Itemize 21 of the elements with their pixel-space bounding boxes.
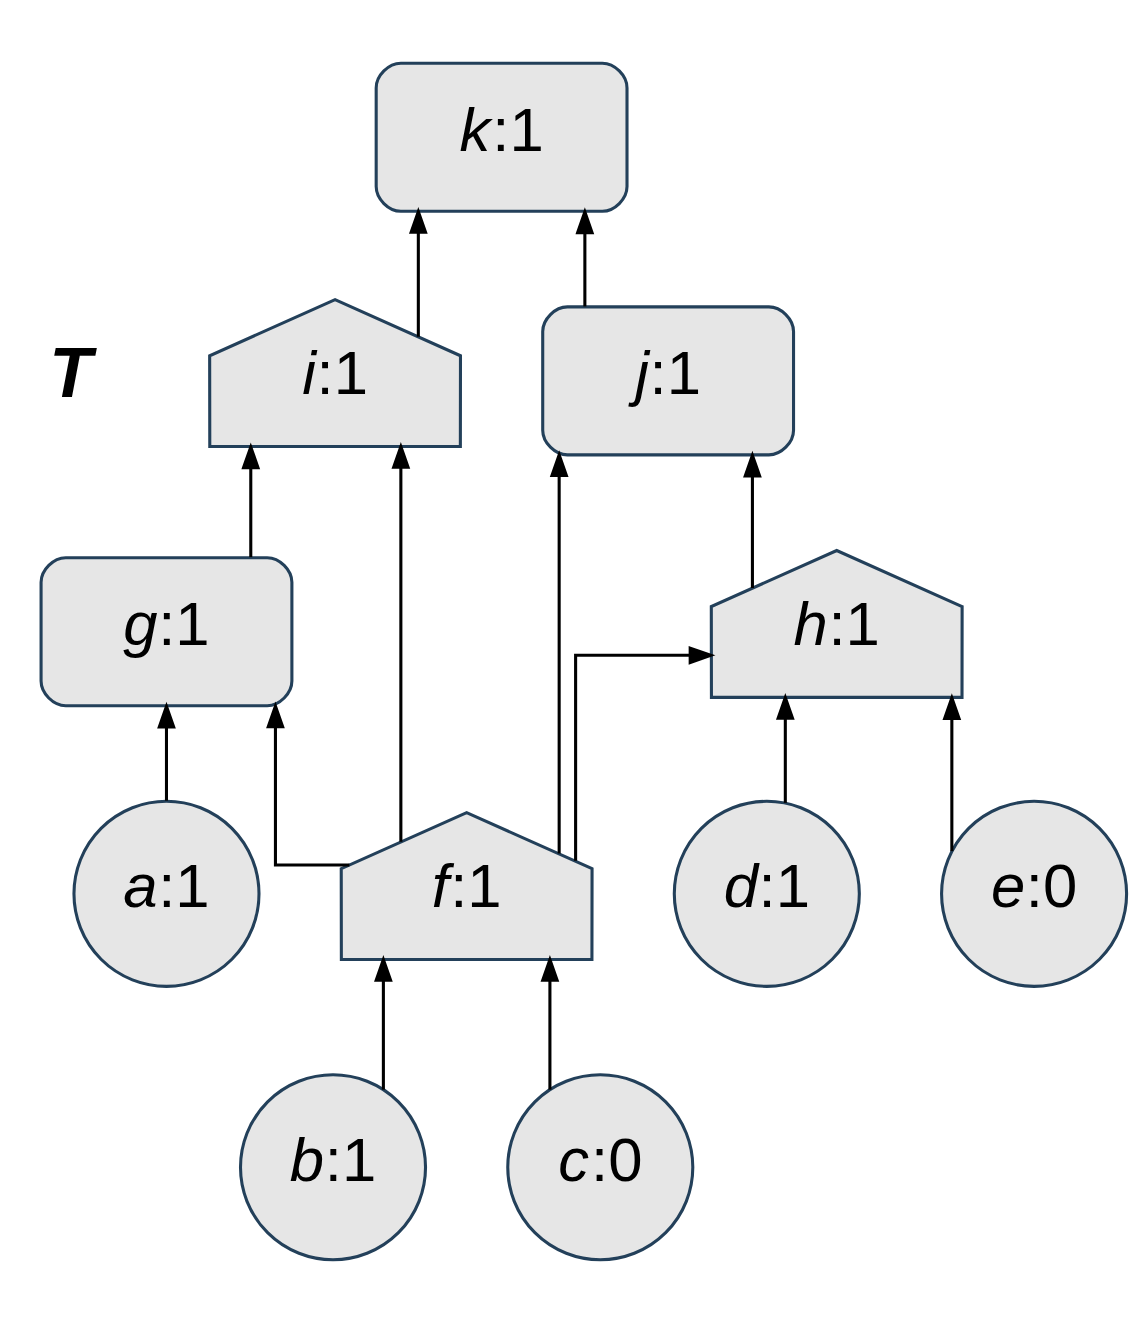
- node-circle: a:1: [72, 799, 261, 988]
- node-circle: e:0: [940, 799, 1129, 988]
- arrow: [391, 441, 411, 842]
- arrow: [157, 701, 176, 801]
- arrow: [575, 206, 595, 306]
- arrow: [775, 692, 795, 803]
- node-box: g:1: [39, 555, 294, 707]
- arrow: [743, 450, 762, 588]
- arrow: [408, 206, 428, 337]
- arrow: [574, 645, 716, 861]
- node-box: k:1: [374, 61, 629, 213]
- arrow: [241, 441, 261, 557]
- node-circle: b:1: [238, 1072, 428, 1261]
- node-circle: c:0: [506, 1072, 695, 1261]
- arrow: [266, 701, 350, 867]
- node-box: j:1: [541, 304, 796, 456]
- node-circle: d:1: [672, 799, 861, 988]
- arrow: [549, 449, 569, 854]
- arrow: [540, 954, 560, 1090]
- arrow: [374, 954, 393, 1090]
- arrow: [942, 692, 962, 851]
